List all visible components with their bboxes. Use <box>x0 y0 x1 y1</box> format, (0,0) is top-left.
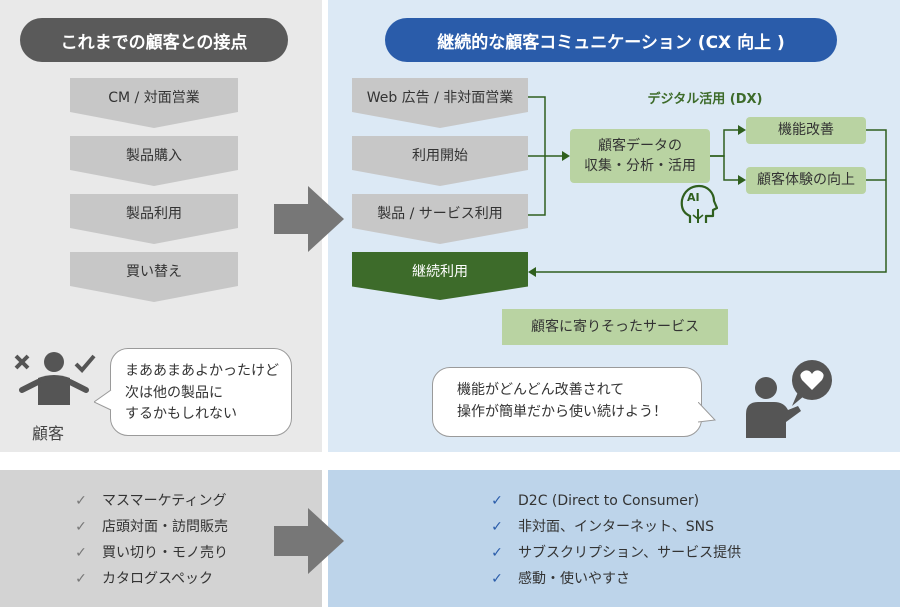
flow-connectors <box>528 96 887 277</box>
ai-label: AI <box>687 191 700 204</box>
service-box: 顧客に寄りそったサービス <box>502 309 728 345</box>
customer-label: 顧客 <box>32 424 65 443</box>
arrow-right-icon <box>274 186 344 252</box>
legacy-item-4: カタログスペック <box>102 571 214 587</box>
list-item: ✓ D2C (Direct to Consumer) <box>488 488 741 514</box>
dx-label: デジタル活用 (DX) <box>647 92 763 107</box>
cx-summary-list: ✓ D2C (Direct to Consumer) ✓ 非対面、インターネット、S… <box>488 488 741 592</box>
cx-title: 継続的な顧客コミュニケーション (CX 向上 ) <box>385 18 837 62</box>
ai-head-icon: AI <box>678 183 719 225</box>
person-heart-icon <box>746 360 832 438</box>
list-item: ✓ サブスクリプション、サービス提供 <box>488 540 741 566</box>
speech-tail-icon <box>698 402 716 423</box>
check-icon: ✓ <box>491 545 503 561</box>
list-item: ✓ マスマーケティング <box>72 488 228 514</box>
cx-summary-panel <box>328 470 900 607</box>
cx-customer-speech: 機能がどんどん改善されて 操作が簡単だから使い続けよう！ <box>432 367 702 437</box>
check-icon: ✓ <box>491 519 503 535</box>
legacy-customer-speech: まああまあよかったけど 次は他の製品に するかもしれない <box>110 348 292 436</box>
legacy-quote-line-3: するかもしれない <box>125 406 237 423</box>
list-item: ✓ 買い切り・モノ売り <box>72 540 228 566</box>
cx-item-1: D2C (Direct to Consumer) <box>518 493 700 509</box>
cx-improvement-box: 顧客体験の向上 <box>746 167 866 194</box>
cx-step-3: 製品 / サービス利用 <box>352 194 528 244</box>
legacy-summary-list: ✓ マスマーケティング ✓ 店頭対面・訪問販売 ✓ 買い切り・モノ売り ✓ カタログスペ… <box>72 488 228 592</box>
list-item: ✓ 非対面、インターネット、SNS <box>488 514 741 540</box>
legacy-quote-line-2: 次は他の製品に <box>125 384 223 401</box>
list-item: ✓ カタログスペック <box>72 566 228 592</box>
data-box-line-2: 収集・分析・活用 <box>584 158 696 174</box>
list-item: ✓ 感動・使いやすさ <box>488 566 741 592</box>
check-icon: ✓ <box>491 571 503 587</box>
speech-tail-icon <box>94 390 112 411</box>
cx-item-3: サブスクリプション、サービス提供 <box>518 545 742 561</box>
legacy-item-3: 買い切り・モノ売り <box>102 545 228 561</box>
person-doubt-icon <box>14 352 96 405</box>
legacy-item-2: 店頭対面・訪問販売 <box>102 519 228 535</box>
customer-data-box: 顧客データの 収集・分析・活用 <box>570 129 710 183</box>
legacy-item-1: マスマーケティング <box>102 493 227 509</box>
check-icon: ✓ <box>491 493 503 509</box>
check-icon: ✓ <box>75 571 87 587</box>
arrow-right-icon <box>274 508 344 574</box>
list-item: ✓ 店頭対面・訪問販売 <box>72 514 228 540</box>
data-box-line-1: 顧客データの <box>598 137 682 154</box>
cx-quote-line-2: 操作が簡単だから使い続けよう！ <box>457 403 667 420</box>
check-icon: ✓ <box>75 519 87 535</box>
legacy-quote-line-1: まああまあよかったけど <box>125 363 279 379</box>
cx-item-2: 非対面、インターネット、SNS <box>518 519 714 535</box>
legacy-summary-panel <box>0 470 322 607</box>
check-icon: ✓ <box>75 545 87 561</box>
cx-quote-line-1: 機能がどんどん改善されて <box>457 382 625 398</box>
cx-item-4: 感動・使いやすさ <box>518 571 630 587</box>
check-icon: ✓ <box>75 493 87 509</box>
legacy-title: これまでの顧客との接点 <box>20 18 288 62</box>
feature-improvement-box: 機能改善 <box>746 117 866 144</box>
